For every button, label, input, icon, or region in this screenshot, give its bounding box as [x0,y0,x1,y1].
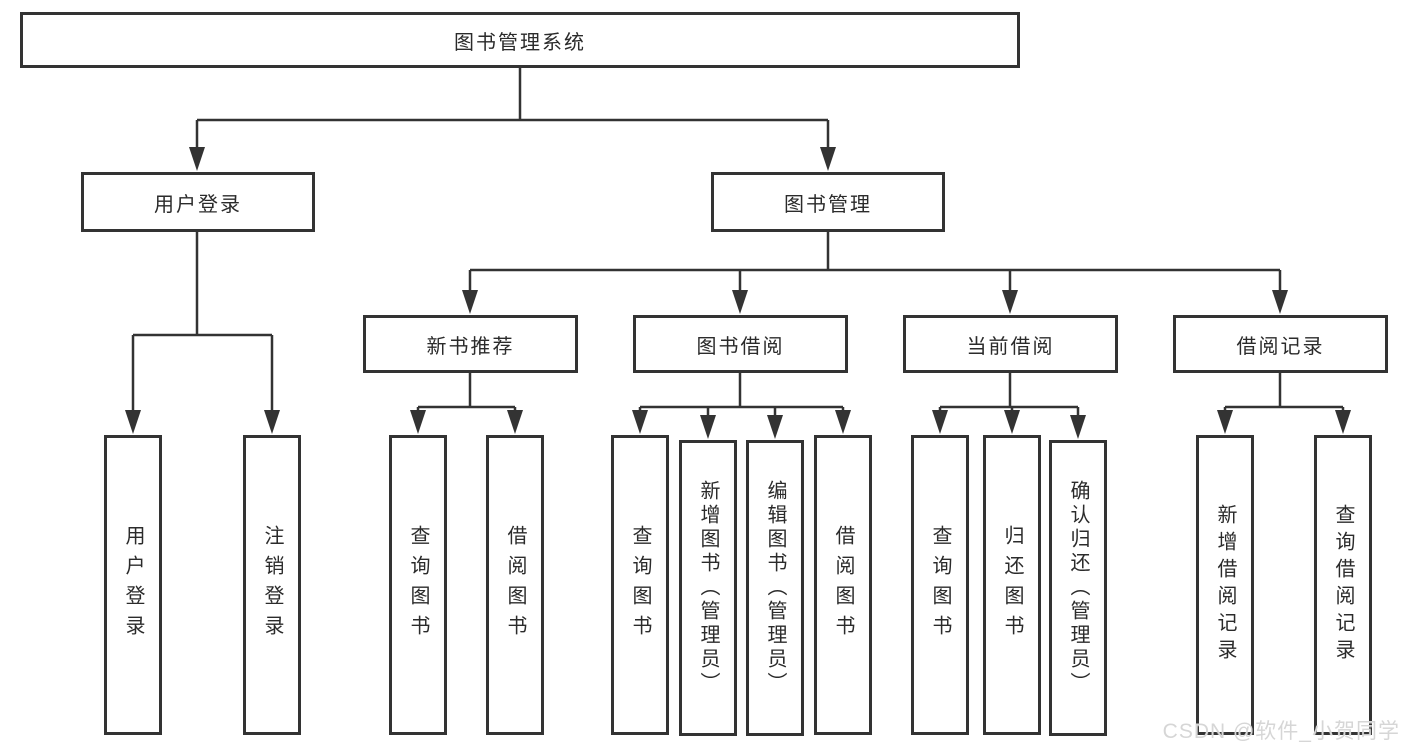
leaf-query-books-borrowing: 查询图书 [611,435,669,735]
arrowheads [125,147,1351,439]
node-current-borrowing: 当前借阅 [903,315,1118,373]
leaf-add-books-admin: 新增图书（管理员） [679,440,737,736]
node-borrowing-records: 借阅记录 [1173,315,1388,373]
leaf-edit-books-admin: 编辑图书（管理员） [746,440,804,736]
node-user-login: 用户登录 [81,172,315,232]
leaf-query-borrow-record: 查询借阅记录 [1314,435,1372,735]
leaf-borrow-books-borrowing: 借阅图书 [814,435,872,735]
node-library-management-system: 图书管理系统 [20,12,1020,68]
leaf-add-borrow-record: 新增借阅记录 [1196,435,1254,735]
leaf-confirm-return-admin: 确认归还（管理员） [1049,440,1107,736]
node-book-management: 图书管理 [711,172,945,232]
node-new-book-recommendation: 新书推荐 [363,315,578,373]
node-book-borrowing: 图书借阅 [633,315,848,373]
leaf-return-books: 归还图书 [983,435,1041,735]
leaf-query-books-current: 查询图书 [911,435,969,735]
connector-paths [131,68,1345,418]
leaf-user-login: 用户登录 [104,435,162,735]
leaf-logout: 注销登录 [243,435,301,735]
leaf-borrow-books-recommend: 借阅图书 [486,435,544,735]
watermark-csdn: CSDN @软件_小贺同学 [1162,720,1400,743]
leaf-query-books-recommend: 查询图书 [389,435,447,735]
